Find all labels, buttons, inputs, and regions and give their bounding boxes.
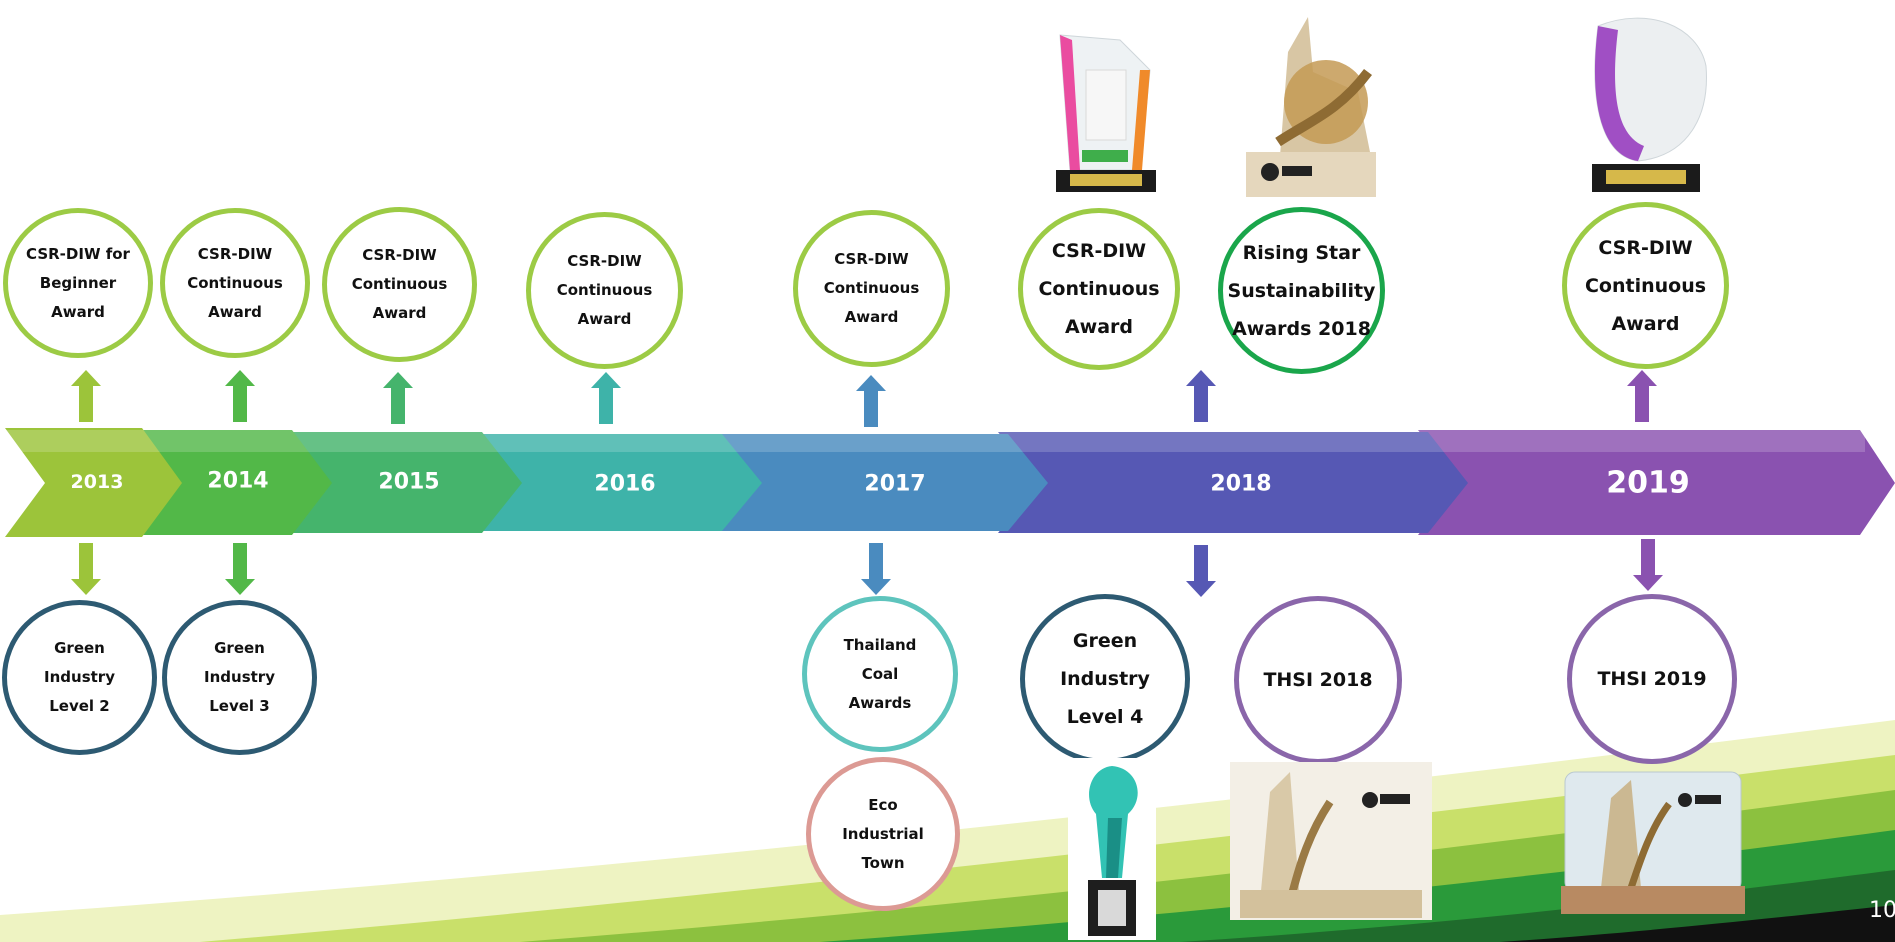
award-csr-diw-beginner-2013: CSR-DIW for Beginner Award <box>3 208 153 358</box>
arrow-up-icon <box>71 370 101 422</box>
year-label-2015: 2015 <box>378 469 440 495</box>
arrow-up-icon <box>1186 370 1216 422</box>
trophy-green-industry-icon <box>1068 758 1156 940</box>
award-thailand-coal: Thailand Coal Awards <box>802 596 958 752</box>
award-csr-diw-continuous-2019: CSR-DIW Continuous Award <box>1562 202 1729 369</box>
arrow-down-icon <box>1186 545 1216 597</box>
year-label-2013: 2013 <box>70 471 124 493</box>
segment-2019 <box>1418 430 1895 535</box>
award-csr-diw-continuous-2017: CSR-DIW Continuous Award <box>793 210 950 367</box>
arrow-down-icon <box>71 543 101 595</box>
year-label-2016: 2016 <box>594 471 656 497</box>
year-label-2018: 2018 <box>1210 471 1272 497</box>
award-green-industry-level-3: Green Industry Level 3 <box>162 600 317 755</box>
arrow-up-icon <box>856 375 886 427</box>
segment-2017 <box>712 434 1048 531</box>
year-label-2019: 2019 <box>1606 465 1690 501</box>
segment-2018 <box>998 432 1468 533</box>
arrow-down-icon <box>861 543 891 595</box>
trophy-thsi-2019-icon <box>1561 771 1745 914</box>
award-green-industry-level-4: Green Industry Level 4 <box>1020 594 1190 764</box>
trophy-set-rising-star-icon <box>1246 17 1376 197</box>
segment-2014 <box>132 430 332 535</box>
award-csr-diw-continuous-2016: CSR-DIW Continuous Award <box>526 212 683 369</box>
award-rising-star-2018: Rising Star Sustainability Awards 2018 <box>1218 207 1385 374</box>
segment-2013 <box>5 428 182 537</box>
arrow-up-icon <box>225 370 255 422</box>
award-green-industry-level-2: Green Industry Level 2 <box>2 600 157 755</box>
timeline-band <box>5 428 1895 537</box>
arrow-down-icon <box>225 543 255 595</box>
page-number: 10 <box>1869 898 1895 923</box>
arrow-up-icon <box>591 372 621 424</box>
segment-2016 <box>472 434 762 531</box>
award-thsi-2018: THSI 2018 <box>1234 596 1402 764</box>
award-csr-diw-continuous-2018: CSR-DIW Continuous Award <box>1018 208 1180 370</box>
arrow-up-icon <box>1627 370 1657 422</box>
award-csr-diw-continuous-2014: CSR-DIW Continuous Award <box>160 208 310 358</box>
segment-2015 <box>282 432 522 533</box>
year-label-2014: 2014 <box>207 468 269 494</box>
trophy-thsi-2018-icon <box>1230 762 1432 920</box>
arrow-up-icon <box>383 372 413 424</box>
award-eco-industrial-town: Eco Industrial Town <box>806 757 960 911</box>
arrow-down-icon <box>1633 539 1663 591</box>
award-csr-diw-continuous-2015: CSR-DIW Continuous Award <box>322 207 477 362</box>
award-thsi-2019: THSI 2019 <box>1567 594 1737 764</box>
trophy-csr-diw-2018-icon <box>1056 34 1156 192</box>
trophy-csr-diw-2019-icon <box>1592 17 1707 192</box>
year-label-2017: 2017 <box>864 471 926 497</box>
